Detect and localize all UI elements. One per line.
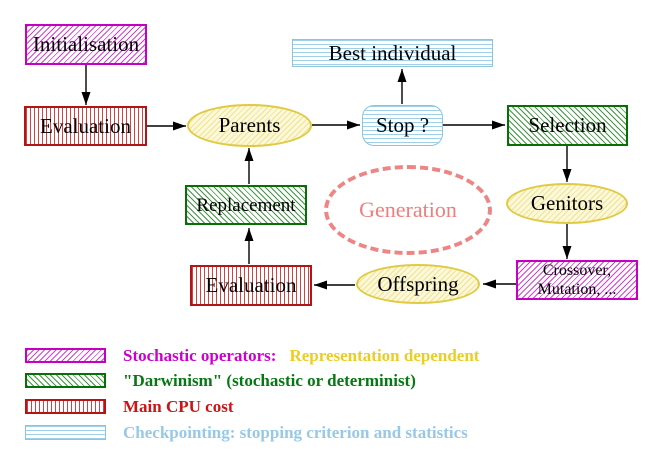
generation-loop-ellipse: Generation: [324, 165, 492, 255]
legend-row-stochastic-operators: Stochastic operators: Representation dep…: [25, 346, 479, 364]
node-best-individual: Best individual: [292, 39, 493, 67]
crossover-mutation-label: Crossover, Mutation, ...: [537, 261, 617, 298]
legend-label-stochastic-operators: Stochastic operators:: [123, 345, 277, 365]
legend-label-checkpointing: Checkpointing: stopping criterion and st…: [123, 422, 468, 442]
node-initialisation: Initialisation: [25, 24, 147, 65]
node-stop: Stop ?: [362, 105, 443, 146]
node-parents: Parents: [187, 104, 312, 147]
legend-label-representation-dependent: Representation dependent: [289, 345, 480, 365]
legend-swatch-checkpointing: [25, 424, 106, 440]
legend-label-main-cpu-cost: Main CPU cost: [123, 396, 234, 416]
node-replacement: Replacement: [185, 185, 307, 225]
legend-row-main-cpu-cost: Main CPU cost: [25, 397, 233, 415]
legend-swatch-main-cpu-cost: [25, 398, 106, 414]
node-selection: Selection: [507, 105, 628, 146]
legend-row-checkpointing: Checkpointing: stopping criterion and st…: [25, 423, 468, 441]
legend-swatch-stochastic-operators: [25, 347, 106, 363]
node-offspring: Offspring: [356, 264, 480, 304]
legend-row-darwinism: "Darwinism" (stochastic or determinist): [25, 371, 416, 389]
node-crossover-mutation: Crossover, Mutation, ...: [516, 260, 638, 300]
legend-label-darwinism: "Darwinism" (stochastic or determinist): [123, 370, 416, 390]
node-evaluation-top: Evaluation: [24, 106, 147, 146]
node-genitors: Genitors: [506, 183, 628, 224]
legend-swatch-darwinism: [25, 372, 106, 388]
node-evaluation-bottom: Evaluation: [190, 265, 312, 306]
